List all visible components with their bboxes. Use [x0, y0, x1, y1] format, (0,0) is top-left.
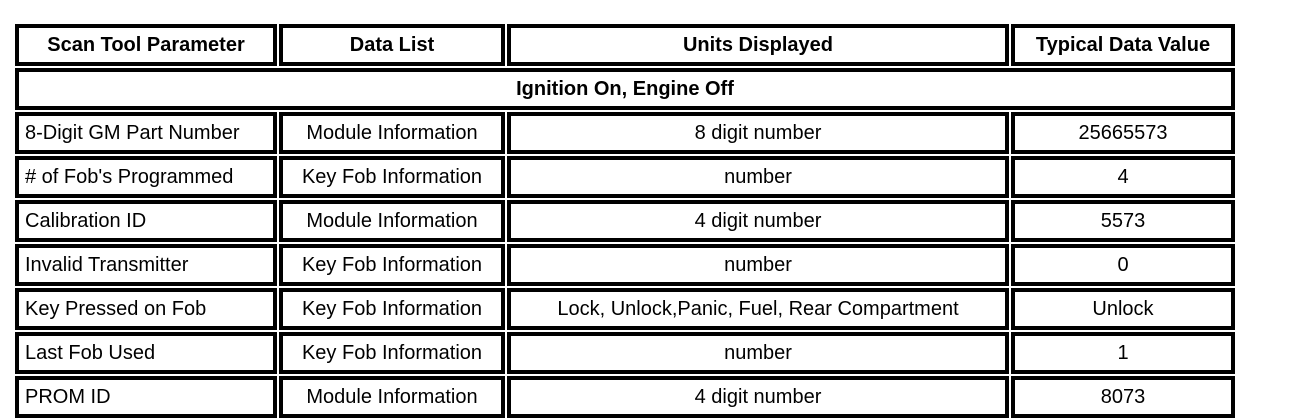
units-cell: 4 digit number — [507, 376, 1009, 418]
table-row: Last Fob Used Key Fob Information number… — [15, 332, 1235, 374]
parameter-cell: 8-Digit GM Part Number — [15, 112, 277, 154]
units-cell: 8 digit number — [507, 112, 1009, 154]
data-list-cell: Key Fob Information — [279, 156, 505, 198]
table-row: # of Fob's Programmed Key Fob Informatio… — [15, 156, 1235, 198]
table-row: 8-Digit GM Part Number Module Informatio… — [15, 112, 1235, 154]
header-row: Scan Tool Parameter Data List Units Disp… — [15, 24, 1235, 66]
parameter-cell: PROM ID — [15, 376, 277, 418]
table-row: Invalid Transmitter Key Fob Information … — [15, 244, 1235, 286]
value-cell: 1 — [1011, 332, 1235, 374]
parameter-cell: # of Fob's Programmed — [15, 156, 277, 198]
units-cell: Lock, Unlock,Panic, Fuel, Rear Compartme… — [507, 288, 1009, 330]
data-list-cell: Module Information — [279, 376, 505, 418]
value-cell: 5573 — [1011, 200, 1235, 242]
column-header-units: Units Displayed — [507, 24, 1009, 66]
table-row: PROM ID Module Information 4 digit numbe… — [15, 376, 1235, 418]
column-header-value: Typical Data Value — [1011, 24, 1235, 66]
value-cell: 4 — [1011, 156, 1235, 198]
parameter-cell: Calibration ID — [15, 200, 277, 242]
section-row: Ignition On, Engine Off — [15, 68, 1235, 110]
units-cell: number — [507, 244, 1009, 286]
table-row: Key Pressed on Fob Key Fob Information L… — [15, 288, 1235, 330]
value-cell: 25665573 — [1011, 112, 1235, 154]
units-cell: number — [507, 156, 1009, 198]
units-cell: number — [507, 332, 1009, 374]
scan-tool-data-table: Scan Tool Parameter Data List Units Disp… — [13, 22, 1237, 420]
section-title: Ignition On, Engine Off — [15, 68, 1235, 110]
data-list-cell: Module Information — [279, 112, 505, 154]
data-list-cell: Module Information — [279, 200, 505, 242]
data-list-cell: Key Fob Information — [279, 332, 505, 374]
parameter-cell: Last Fob Used — [15, 332, 277, 374]
column-header-parameter: Scan Tool Parameter — [15, 24, 277, 66]
units-cell: 4 digit number — [507, 200, 1009, 242]
data-list-cell: Key Fob Information — [279, 288, 505, 330]
value-cell: 0 — [1011, 244, 1235, 286]
value-cell: Unlock — [1011, 288, 1235, 330]
value-cell: 8073 — [1011, 376, 1235, 418]
parameter-cell: Invalid Transmitter — [15, 244, 277, 286]
column-header-data-list: Data List — [279, 24, 505, 66]
data-list-cell: Key Fob Information — [279, 244, 505, 286]
table-row: Calibration ID Module Information 4 digi… — [15, 200, 1235, 242]
parameter-cell: Key Pressed on Fob — [15, 288, 277, 330]
